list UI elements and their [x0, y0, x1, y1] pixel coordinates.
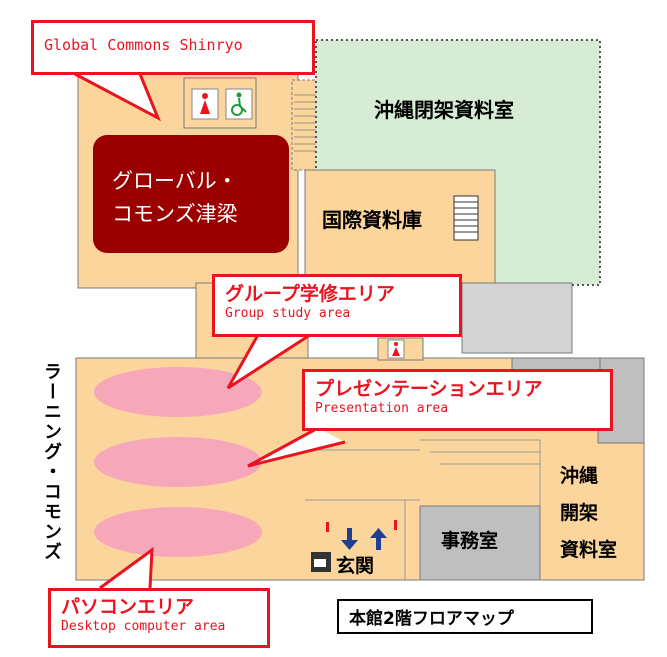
floor-map-title: 本館2階フロアマップ — [337, 599, 593, 634]
entrance-arrows-icon — [341, 528, 387, 550]
presentation-ellipse — [94, 437, 262, 487]
okinawa-open-stacks-label: 沖縄 開架 資料室 — [560, 465, 618, 562]
stair-strip — [291, 79, 318, 171]
pc-area-jp-label: パソコンエリア — [61, 596, 195, 618]
pc-area-callout: パソコンエリア Desktop computer area — [48, 588, 270, 648]
presentation-callout: プレゼンテーションエリア Presentation area — [302, 369, 613, 431]
corridor-restroom-icon — [387, 339, 405, 359]
presentation-en-label: Presentation area — [315, 400, 449, 416]
international-stacks-label: 国際資料庫 — [322, 208, 422, 232]
group-study-jp-label: グループ学修エリア — [225, 283, 395, 305]
pc-area-en-label: Desktop computer area — [61, 618, 226, 634]
presentation-jp-label: プレゼンテーションエリア — [315, 378, 543, 400]
global-commons-en-label: Global Commons Shinryo — [44, 36, 243, 54]
global-commons-callout: Global Commons Shinryo — [31, 20, 315, 75]
corridor-grey — [461, 282, 573, 354]
okinawa-closed-stacks-label: 沖縄閉架資料室 — [374, 98, 514, 122]
stairs-icon — [453, 195, 479, 241]
group-study-en-label: Group study area — [225, 305, 351, 321]
entrance-label: 玄関 — [336, 555, 375, 577]
accessible-restroom-icon — [225, 88, 253, 120]
learning-commons-vertical-label: ラーニング・コモンズ — [41, 362, 62, 562]
pc-area-ellipse — [94, 507, 262, 557]
callout-pointers — [74, 72, 346, 590]
global-commons-room — [93, 135, 289, 253]
global-commons-label: グローバル・ コモンズ津梁 — [112, 169, 238, 226]
group-study-callout: グループ学修エリア Group study area — [212, 274, 462, 337]
group-study-ellipse — [94, 367, 262, 417]
office-label: 事務室 — [441, 530, 499, 552]
restroom-icon — [191, 88, 219, 120]
office-area — [419, 505, 541, 581]
entrance-icon — [311, 552, 331, 572]
